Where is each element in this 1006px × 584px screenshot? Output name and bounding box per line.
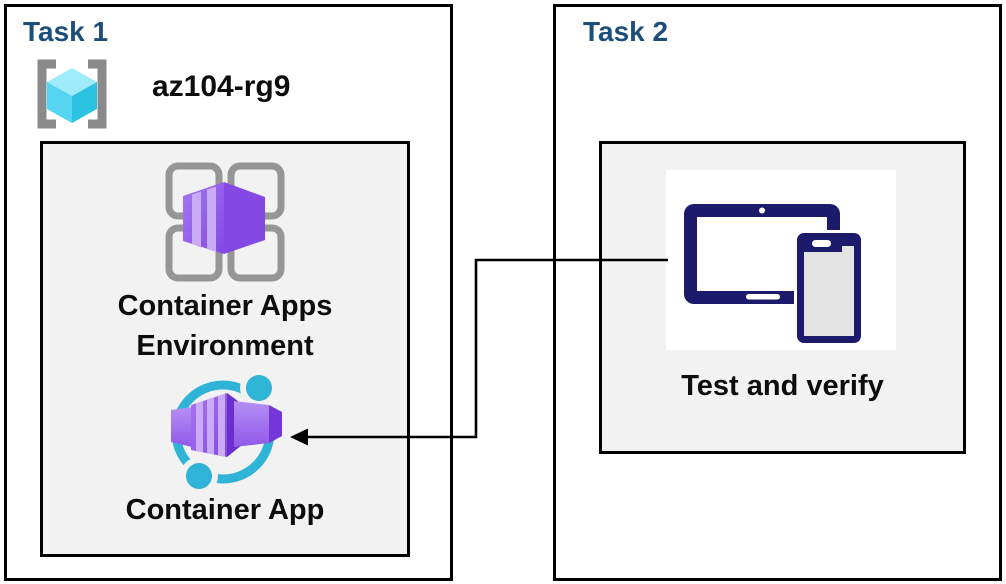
task1-box: Task 1 az104-rg9: [4, 4, 453, 581]
container-apps-environment-icon: [159, 156, 291, 288]
resource-group: az104-rg9: [26, 54, 366, 140]
task2-title: Task 2: [583, 16, 669, 47]
tablet-and-phone-icon: [666, 170, 896, 350]
task1-title: Task 1: [23, 16, 109, 47]
env-label-line1: Container Apps: [117, 290, 333, 322]
test-and-verify-label: Test and verify: [681, 370, 884, 402]
resource-group-name: az104-rg9: [152, 70, 291, 103]
env-label-line2: Environment: [136, 330, 314, 362]
azure-resource-group-icon: [26, 54, 118, 134]
container-apps-environment-box: Container Apps Environment: [40, 141, 410, 557]
task2-box: Task 2 Test and v: [553, 4, 1002, 581]
container-apps-environment-label: Container Apps Environment: [43, 286, 407, 366]
container-app-label: Container App: [125, 494, 325, 526]
container-app-icon: [159, 369, 291, 504]
devices-panel: [666, 170, 896, 350]
test-and-verify-box: Test and verify: [599, 141, 966, 454]
